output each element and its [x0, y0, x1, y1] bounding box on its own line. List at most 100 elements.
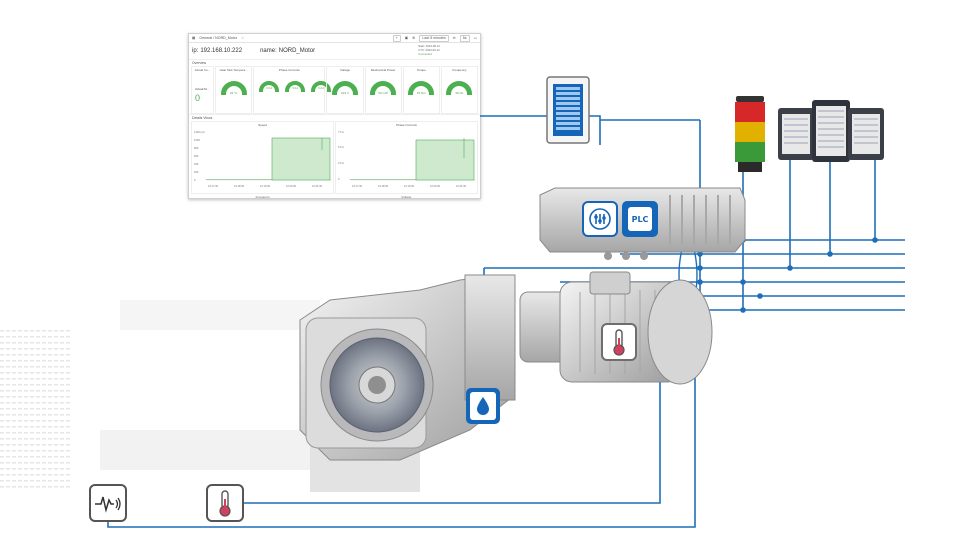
settings-icon[interactable]: ⚙ — [412, 36, 416, 40]
panel-mechanical-power: Mechanical Power 60 mW — [364, 66, 402, 114]
tower-green — [735, 142, 765, 162]
stack-light — [735, 96, 765, 172]
info-line: Connected — [418, 52, 432, 56]
y-tick: 0 — [338, 177, 340, 181]
gauge-value: 23 °C — [229, 91, 238, 95]
panel-actual: Actual Co... Actual M... 0 — [191, 66, 215, 114]
server-racks — [778, 100, 884, 162]
thermometer-icon — [219, 490, 231, 517]
plc-label: PLC — [631, 214, 649, 224]
current-area — [415, 139, 475, 181]
share-icon[interactable]: ☆ — [240, 36, 245, 40]
settings-tile[interactable] — [582, 201, 618, 237]
speed-plot: 1200 rpm 1000 800 600 400 200 0 10:17:00… — [194, 130, 332, 188]
panel-subtitle: Actual M... — [195, 87, 210, 91]
connection-line — [107, 320, 696, 528]
overview-section-title[interactable]: Overview — [189, 59, 480, 66]
y-tick: 1000 — [194, 138, 200, 142]
save-icon[interactable]: ▣ — [404, 36, 409, 40]
gauge-value: 60 mW — [378, 91, 388, 95]
y-tick: 2.5 A — [338, 161, 344, 165]
gauge-value: 3.2 A — [318, 87, 325, 90]
gearbox — [299, 274, 516, 461]
gear-temperature-tile[interactable] — [206, 484, 244, 522]
electric-motor — [519, 271, 713, 385]
time-range-picker[interactable]: Last 5 minutes — [419, 34, 449, 42]
x-tick: 10:17:00 — [208, 184, 219, 188]
ip-value: 192.168.10.222 — [200, 48, 243, 54]
chart-title: Phase Currents — [396, 123, 417, 127]
info-box: Start: 2024-06-12 UTC: 2024-06-12 Connec… — [418, 44, 440, 56]
refresh-picker[interactable]: 5s — [459, 34, 470, 42]
panel-title: Mechanical Power — [370, 68, 396, 72]
x-tick: 10:20:00 — [286, 184, 297, 188]
phase-currents-chart: Phase Currents 7.5 A 5.0 A 2.5 A 0 10:17… — [335, 121, 478, 194]
gauge — [408, 81, 435, 95]
chart-title: Speed — [258, 123, 267, 127]
gauge — [220, 81, 247, 95]
background-stripes — [0, 330, 70, 490]
panel-title: Actual Co... — [194, 68, 211, 72]
background-bar — [120, 300, 320, 330]
y-tick: 800 — [194, 146, 199, 150]
name-label: name: — [260, 48, 277, 54]
oil-drop-icon — [470, 392, 496, 420]
frequency-label: Frequency — [255, 195, 270, 199]
details-section-title[interactable]: Details Views — [189, 114, 480, 121]
gauge — [446, 81, 473, 95]
monitoring-dashboard: ▦ General / NORD_Motor ☆ + ▣ ⚙ Last 5 mi… — [188, 33, 481, 199]
panel-title: Frequency — [452, 68, 467, 72]
vibration-sensor-tile[interactable] — [89, 484, 127, 522]
gauge-value: 3.3 A — [292, 87, 299, 90]
settings-sliders-icon — [589, 208, 611, 230]
plc-icon: PLC — [628, 207, 652, 231]
x-tick: 10:21:00 — [456, 184, 467, 188]
panel-title: Torque — [416, 68, 426, 72]
dashboard-bottom-row: Frequency Voltage — [189, 194, 480, 199]
tv-mode-icon[interactable]: ▭ — [473, 36, 477, 40]
add-panel-button[interactable]: + — [392, 34, 401, 42]
x-tick: 10:20:00 — [430, 184, 441, 188]
gauge-value: 50 Hz — [455, 91, 464, 95]
gauge-value: 3.3 A — [266, 87, 273, 90]
gauge — [311, 81, 332, 92]
y-tick: 600 — [194, 154, 199, 158]
plc-tile[interactable]: PLC — [622, 201, 658, 237]
x-tick: 10:21:00 — [312, 184, 323, 188]
hmi-panel — [546, 76, 590, 144]
panel-heat-sink: Heat Sink Tempera... 23 °C — [215, 66, 253, 114]
connection-line — [480, 115, 601, 145]
x-tick: 10:17:00 — [352, 184, 363, 188]
x-tick: 10:19:00 — [404, 184, 415, 188]
y-tick: 400 — [194, 162, 199, 166]
y-tick: 7.5 A — [338, 130, 344, 134]
x-tick: 10:18:00 — [234, 184, 245, 188]
dashboard-topbar: ▦ General / NORD_Motor ☆ + ▣ ⚙ Last 5 mi… — [189, 34, 480, 43]
breadcrumb[interactable]: General / NORD_Motor — [199, 36, 237, 40]
oil-level-tile[interactable] — [466, 388, 500, 424]
y-tick: 1200 rpm — [194, 130, 205, 134]
panel-voltage: Voltage 223 V — [326, 66, 364, 114]
panel-title: Voltage — [340, 68, 351, 72]
details-charts: Speed 1200 rpm 1000 800 600 400 200 0 10… — [189, 121, 480, 194]
y-tick: 5.0 A — [338, 145, 344, 149]
drop-shape — [477, 397, 489, 415]
ip-label: ip: — [192, 48, 199, 54]
gauge-value: 15 Nm — [416, 91, 426, 95]
grid-icon[interactable]: ▦ — [192, 36, 196, 40]
gauge — [332, 81, 359, 95]
gauge — [259, 81, 280, 92]
info-line: UTC: 2024-06-12 — [418, 48, 440, 52]
dashboard-header: ip: 192.168.10.222 name: NORD_Motor Star… — [189, 43, 480, 59]
y-tick: 0 — [194, 178, 196, 182]
panel-frequency: Frequency 50 Hz — [440, 66, 478, 114]
voltage-label: Voltage — [401, 195, 412, 199]
zoom-out-icon[interactable]: ⊖ — [452, 36, 456, 40]
y-tick: 200 — [194, 170, 199, 174]
tower-yellow — [735, 122, 765, 142]
thermometer-icon — [613, 329, 625, 356]
info-line: Start: 2024-06-12 — [418, 44, 440, 48]
motor-temperature-tile[interactable] — [601, 323, 637, 361]
panel-phase-currents: Phase Currents 3.3 A 3.3 A 3.2 A — [253, 66, 332, 114]
